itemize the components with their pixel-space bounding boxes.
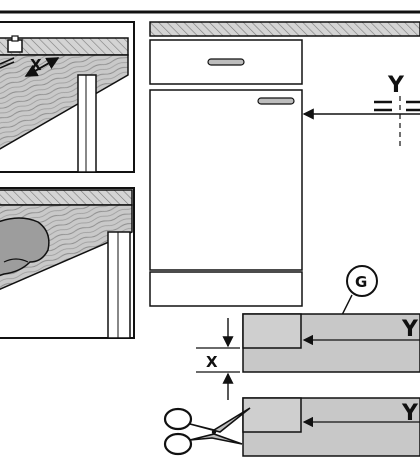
label-x-lower: X (206, 353, 218, 371)
cabinet-door (149, 89, 303, 271)
label-x-top: X (30, 56, 42, 74)
detail-panel-bottom (0, 187, 135, 339)
label-y-strip-2: Y (401, 401, 419, 426)
label-g: G (355, 273, 367, 291)
countertop (149, 21, 420, 37)
scissors-icon (163, 407, 251, 456)
plinth-panel (149, 271, 303, 307)
dimension-x-lower (196, 318, 240, 400)
door-handle (257, 97, 295, 105)
plinth-strip-2 (242, 397, 420, 457)
label-y-strip-1: Y (401, 317, 419, 342)
screw-icon (0, 35, 23, 69)
label-y-right: Y (387, 73, 405, 98)
center-mark (374, 96, 420, 150)
drawer (149, 39, 303, 85)
drawer-handle (207, 58, 245, 66)
plinth-strip-1 (242, 313, 420, 373)
dimension-x-arrow-top (24, 57, 60, 77)
